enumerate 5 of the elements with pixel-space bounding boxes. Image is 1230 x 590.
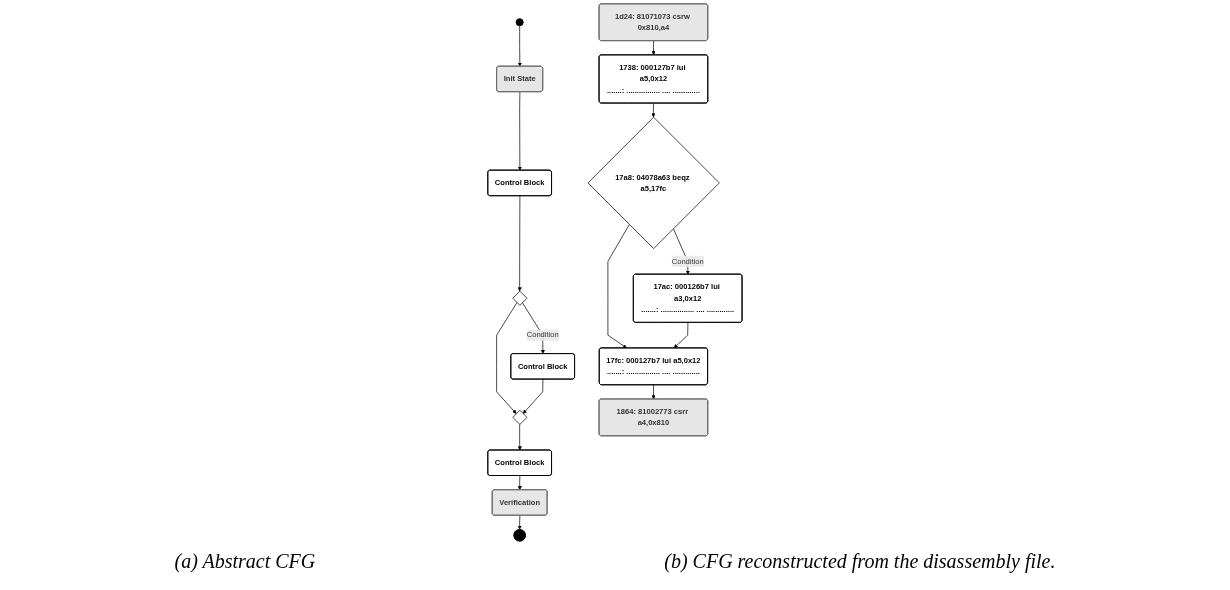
node-circle [515, 18, 524, 27]
node-diamond [512, 290, 528, 306]
figure-caption: (a) Abstract CFG [174, 550, 316, 573]
figure-caption: (b) CFG reconstructed from the disassembly file. [664, 550, 1056, 573]
node-diamond [512, 409, 528, 425]
